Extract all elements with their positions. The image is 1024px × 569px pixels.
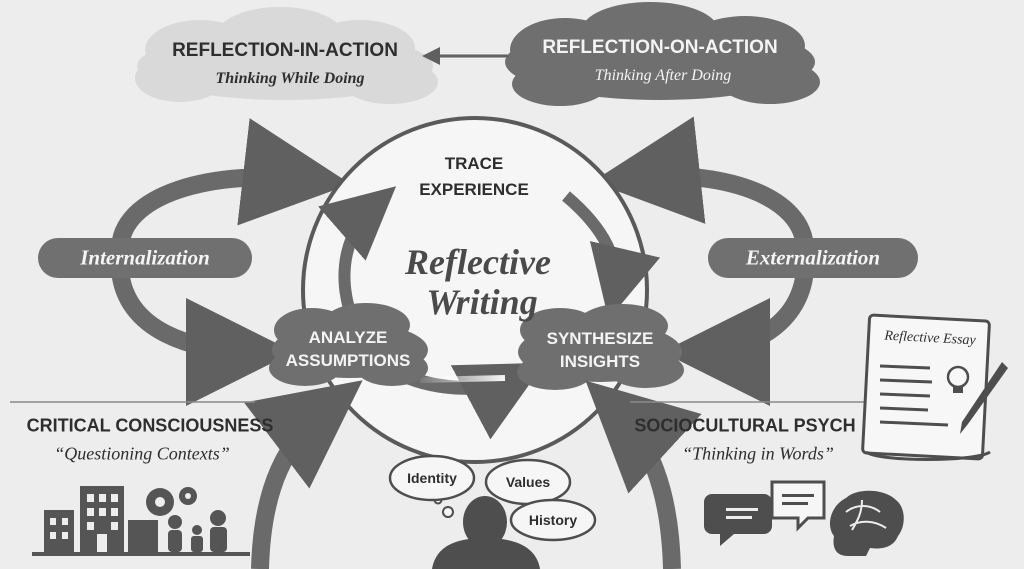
synthesize-insights-cloud <box>517 304 684 390</box>
trace-experience-line2: EXPERIENCE <box>419 180 529 199</box>
chat-brain-icon <box>704 480 904 556</box>
reflection-in-action-title: REFLECTION-IN-ACTION <box>172 40 398 61</box>
reflection-on-action-cloud <box>505 2 820 106</box>
bottom-right-arc <box>585 380 702 569</box>
synthesize-label-line2: INSIGHTS <box>559 352 641 371</box>
synthesize-label-line1: SYNTHESIZE <box>546 329 654 348</box>
externalization-pill <box>708 238 918 278</box>
reflection-in-action-subtitle: Thinking While Doing <box>215 70 365 87</box>
sociocultural-psych-quote: “Thinking in Words” <box>682 443 834 464</box>
thought-bubble-identity <box>388 454 476 502</box>
community-icon <box>32 486 250 556</box>
internalization-pill <box>38 238 252 278</box>
reflection-on-action-title: REFLECTION-ON-ACTION <box>542 37 778 58</box>
thought-label-history: History <box>528 512 578 528</box>
analyze-label-line2: ASSUMPTIONS <box>285 351 411 370</box>
central-title-line1: Reflective <box>405 242 551 282</box>
reflection-in-action-cloud <box>135 7 438 104</box>
reflective-essay-icon <box>861 313 1008 461</box>
thinking-person-icon <box>432 496 540 569</box>
thought-label-values: Values <box>505 474 551 490</box>
externalization-loop <box>592 116 814 406</box>
analyze-assumptions-cloud <box>269 303 428 386</box>
analyze-label-line1: ANALYZE <box>308 328 388 347</box>
bottom-left-arc <box>244 380 363 569</box>
internalization-loop <box>111 118 351 406</box>
inner-arrow-up <box>318 186 397 320</box>
inner-arrow-highlight <box>419 375 506 383</box>
sociocultural-psych-title: SOCIOCULTURAL PSYCH <box>634 415 856 436</box>
trace-experience-line1: TRACE <box>444 154 504 173</box>
thought-label-identity: Identity <box>407 470 457 486</box>
critical-consciousness-title: CRITICAL CONSCIOUSNESS <box>26 415 274 436</box>
central-title-line2: Writing <box>426 282 538 322</box>
reflection-on-action-subtitle: Thinking After Doing <box>594 67 732 84</box>
externalization-label: Externalization <box>745 245 881 270</box>
internalization-label: Internalization <box>80 245 210 270</box>
critical-consciousness-quote: “Questioning Contexts” <box>54 443 230 464</box>
thought-bubble-history <box>509 498 597 542</box>
inner-arrow-down <box>562 191 661 320</box>
